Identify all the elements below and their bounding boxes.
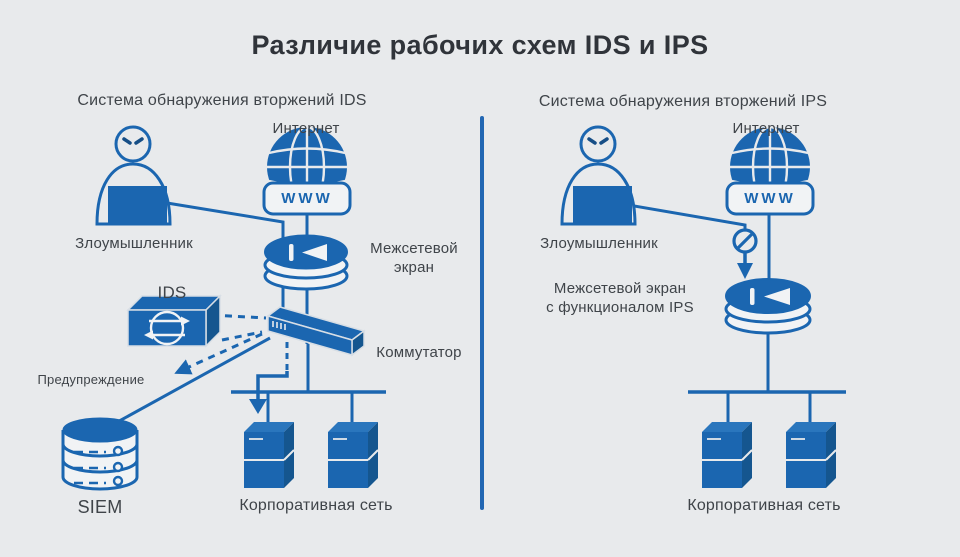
firewall-icon: [263, 234, 349, 291]
corporate-network-label: Корпоративная сеть: [239, 497, 393, 514]
ids-scheme-subtitle: Система обнаружения вторжений IDS: [77, 92, 367, 109]
attacker-label: Злоумышленник: [75, 235, 193, 252]
laptop-icon: [573, 186, 632, 224]
page-title: Различие рабочих схем IDS и IPS: [251, 30, 709, 60]
server-icon: [702, 422, 753, 488]
internet-label: Интернет: [272, 120, 340, 137]
switch-siem-line: [111, 336, 271, 427]
globe-icon: [262, 125, 352, 216]
warning-label: Предупреждение: [37, 372, 145, 387]
switch-label: Коммутатор: [376, 344, 462, 361]
www-label: WWW: [281, 190, 333, 207]
ips-scheme-panel: [560, 125, 846, 488]
internet-label: Интернет: [732, 120, 800, 137]
attacker-icon: [560, 125, 637, 226]
panel-divider-line: [480, 116, 484, 510]
ids-mirror-line: [211, 313, 267, 320]
ids-mirror-line: [221, 330, 263, 342]
corporate-network-label: Корпоративная сеть: [687, 497, 841, 514]
firewall-label: Межсетевой экран: [370, 240, 458, 277]
firewall-ips-label: Межсетевой экран с функционалом IPS: [546, 280, 694, 317]
switch-icon: [266, 306, 366, 357]
www-badge: [262, 181, 352, 216]
ids-scheme-panel: [61, 125, 386, 491]
server-icon: [328, 422, 379, 488]
ids-label: IDS: [157, 283, 187, 302]
server-icon: [244, 422, 295, 488]
warning-arrow-icon: [174, 332, 263, 375]
block-icon: [732, 228, 758, 254]
www-label: WWW: [744, 190, 796, 207]
attacker-icon: [95, 125, 172, 226]
siem-label: SIEM: [77, 497, 123, 517]
attacker-blocked-line: [616, 201, 747, 230]
laptop-icon: [108, 186, 167, 224]
server-icon: [786, 422, 837, 488]
ips-scheme-subtitle: Система обнаружения вторжений IPS: [538, 93, 828, 110]
www-badge: [725, 181, 815, 216]
globe-icon: [725, 125, 815, 216]
traffic-down-arrow-icon: [249, 342, 289, 414]
ids-sensor-icon: [126, 294, 222, 348]
drop-arrow-icon: [737, 252, 753, 279]
firewall-ips-icon: [724, 278, 812, 335]
siem-database-icon: [61, 417, 139, 491]
attacker-label: Злоумышленник: [540, 235, 658, 252]
